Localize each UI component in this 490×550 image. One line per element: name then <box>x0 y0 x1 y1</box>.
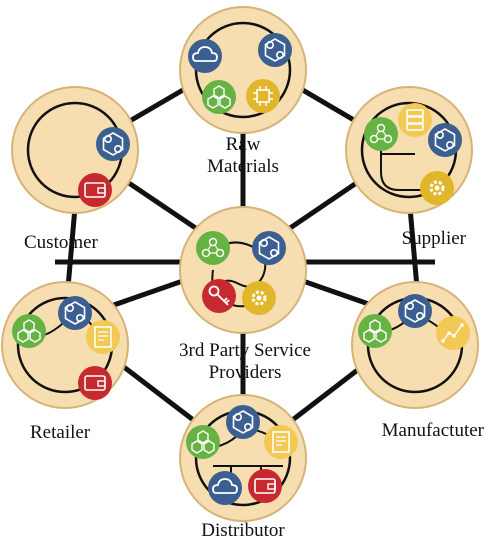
wallet-icon <box>247 468 283 504</box>
gear-icon <box>240 279 278 317</box>
certificate-icon <box>263 424 299 460</box>
people-network-icon <box>363 116 399 152</box>
node-distributor <box>179 394 307 522</box>
label-service-providers-line1: 3rd Party Service <box>179 340 311 361</box>
scatter-chart-icon <box>435 315 471 351</box>
label-service-providers: 3rd Party Service Providers <box>179 340 311 384</box>
cloud-icon <box>187 38 223 74</box>
label-retailer: Retailer <box>30 422 91 443</box>
label-raw-materials: Raw Materials <box>207 134 279 178</box>
hexagon-chain-icon <box>397 293 433 329</box>
people-network-icon <box>195 230 231 266</box>
node-service-providers <box>179 206 307 334</box>
cloud-icon <box>207 470 243 506</box>
label-service-providers-line2: Providers <box>208 362 282 383</box>
wallet-icon <box>77 365 113 401</box>
label-raw-materials-line2: Materials <box>207 156 279 177</box>
label-supplier: Supplier <box>401 228 466 249</box>
label-customer: Customer <box>24 232 98 253</box>
cube-cluster-icon <box>11 313 47 349</box>
node-retailer <box>1 281 129 409</box>
cube-cluster-icon <box>357 313 393 349</box>
label-distributor: Distributor <box>201 520 285 541</box>
hexagon-chain-icon <box>257 32 293 68</box>
node-manufacturer <box>351 281 479 409</box>
node-supplier <box>345 86 473 214</box>
key-icon <box>201 278 237 314</box>
hexagon-chain-icon <box>225 404 261 440</box>
node-raw-materials <box>179 6 307 134</box>
hexagon-chain-icon <box>251 230 287 266</box>
wallet-icon <box>77 172 113 208</box>
gear-icon <box>418 169 456 207</box>
server-icon <box>397 102 433 138</box>
chip-icon <box>245 78 281 114</box>
certificate-icon <box>85 319 121 355</box>
hexagon-chain-icon <box>95 126 131 162</box>
hexagon-chain-icon <box>427 122 463 158</box>
cube-cluster-icon <box>185 424 221 460</box>
node-customer <box>11 86 139 214</box>
label-raw-materials-line1: Raw <box>225 134 261 155</box>
hexagon-chain-icon <box>57 295 93 331</box>
cube-cluster-icon <box>201 79 237 115</box>
label-manufacturer: Manufactuter <box>381 420 484 441</box>
